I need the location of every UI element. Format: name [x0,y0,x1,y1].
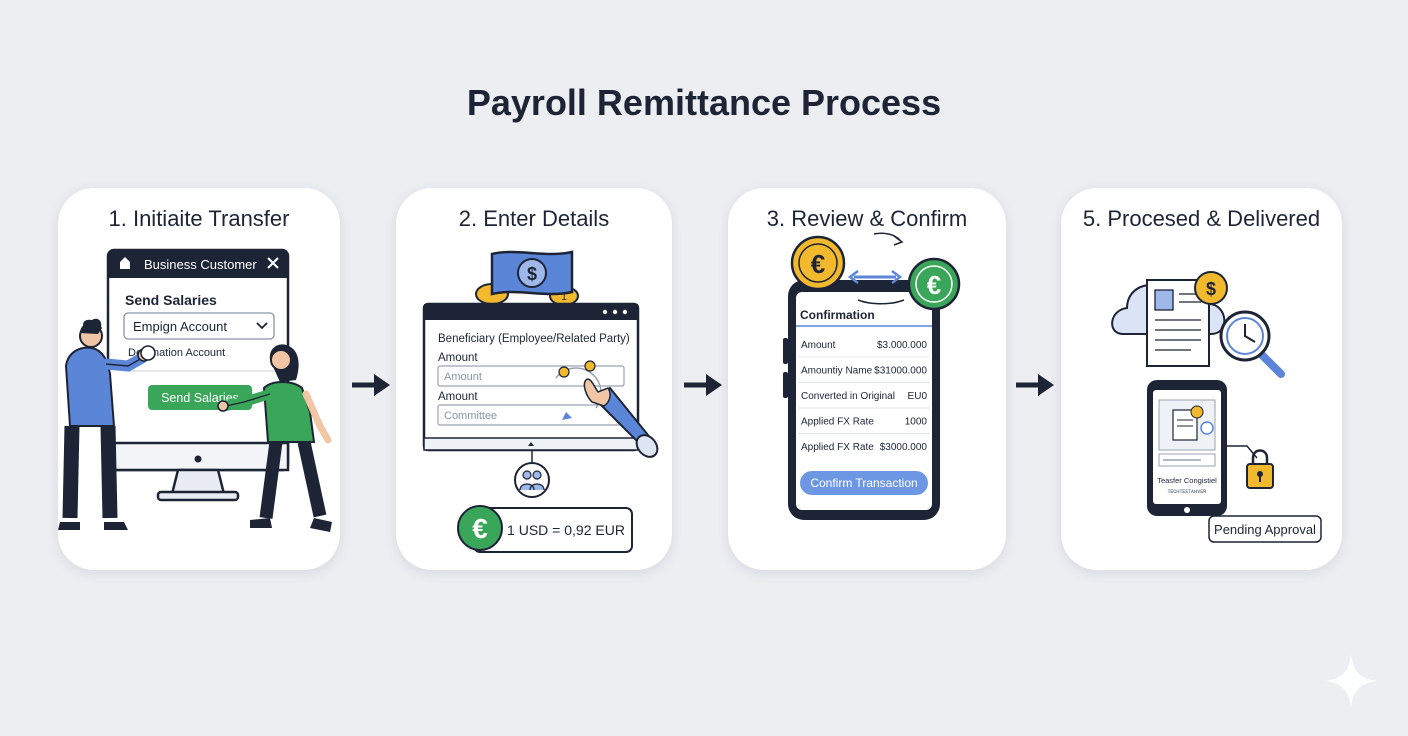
amount-label: Amount [438,352,478,364]
confirmation-row-value: $31000.000 [874,366,927,377]
step-card-review: 3. Review & Confirm Confirmation Amount $… [728,188,1006,570]
sparkle-icon [1324,654,1378,708]
amount-input-placeholder: Amount [444,371,482,383]
svg-text:€: € [472,513,488,544]
confirmation-row-label: Applied FX Rate [801,442,874,453]
form-title: Beneficiary (Employee/Related Party) [438,333,630,345]
confirmation-row-label: Amount [801,340,836,351]
dollar-bill-icon: $ [490,250,574,296]
dollar-coin-icon: $ [1194,271,1228,305]
form-heading: Send Salaries [125,292,217,308]
transfer-status-subtext: ᴛᴇᴄʜᴛᴇᴇᴛᴀʜᴠᴇʀ [1168,489,1208,495]
confirmation-row-value: EU0 [908,391,928,402]
euro-coin-icon: € [457,505,503,551]
clock-magnifier-icon [1219,310,1285,378]
confirm-transaction-button[interactable] [800,471,928,495]
phone-icon [783,280,940,520]
step-title: 5. Procesed & Delivered [1082,206,1321,231]
home-icon [120,257,130,269]
svg-text:€: € [811,249,825,279]
transfer-status-text: Teasfer Congistiel [1157,476,1217,485]
confirm-transaction-label: Confirm Transaction [810,476,917,490]
euro-coin-icon: € [790,235,846,291]
confirmation-title: Confirmation [800,308,875,322]
step-illustration-delivered: $ Teasfer Congistiel ᴛᴇᴄʜᴛᴇᴇᴛᴀʜᴠᴇʀ [1111,271,1322,543]
svg-text:1: 1 [561,292,567,303]
step-title: 1. Initiaite Transfer [108,206,290,231]
committee-input-placeholder: Committee [444,410,497,422]
hand-pointer-icon [583,378,659,458]
hand-pointer-icon [140,345,156,361]
arrow-right-icon [684,374,722,396]
pending-approval-label: Pending Approval [1214,522,1316,537]
confirmation-row-value: 1000 [905,417,928,428]
pending-approval-badge [1208,515,1322,543]
person-left-illustration [58,318,151,530]
svg-text:$: $ [527,264,537,284]
account-select-value: Empign Account [133,319,227,334]
phone-icon [1147,380,1227,516]
step-card-delivered: 5. Procesed & Delivered $ [1061,188,1342,570]
svg-text:$: $ [1206,279,1216,299]
step-card-details: 2. Enter Details 1 $ Beneficiary (Employ… [396,188,672,570]
amount-input[interactable] [437,365,625,387]
close-icon[interactable] [267,257,279,269]
arrow-right-icon [1016,374,1054,396]
confirmation-row-value: $3000.000 [880,442,928,453]
person-right-illustration [217,344,332,532]
window-title: Business Customer [144,257,257,272]
monitor-icon [106,248,290,502]
page-title: Payroll Remittance Process [466,82,942,123]
fx-rate-text: 1 USD = 0,92 EUR [507,522,625,538]
step-illustration-details: 1 $ Beneficiary (Employee/Related Party)… [422,250,659,553]
swap-arrows-icon [847,232,905,305]
confirmation-row-label: Converted in Original [801,391,895,402]
euro-coin-icon: € [907,257,961,311]
account-select[interactable] [123,312,275,340]
step-title: 3. Review & Confirm [766,206,968,231]
confirmation-row-value: $3.000.000 [877,340,927,351]
confirmation-row-label: Amountiy Name [801,366,873,377]
svg-text:€: € [927,270,941,300]
lock-icon [1246,449,1274,489]
people-icon [514,462,550,498]
step-illustration-initiate: Business Customer Send Salaries Empign A… [58,248,332,532]
arrow-right-icon [352,374,390,396]
chevron-down-icon [256,322,268,330]
confirmation-row-label: Applied FX Rate [801,417,874,428]
step-title: 2. Enter Details [458,206,610,231]
amount-label-2: Amount [438,391,478,403]
step-card-initiate: 1. Initiaite Transfer Business Customer … [58,188,340,570]
